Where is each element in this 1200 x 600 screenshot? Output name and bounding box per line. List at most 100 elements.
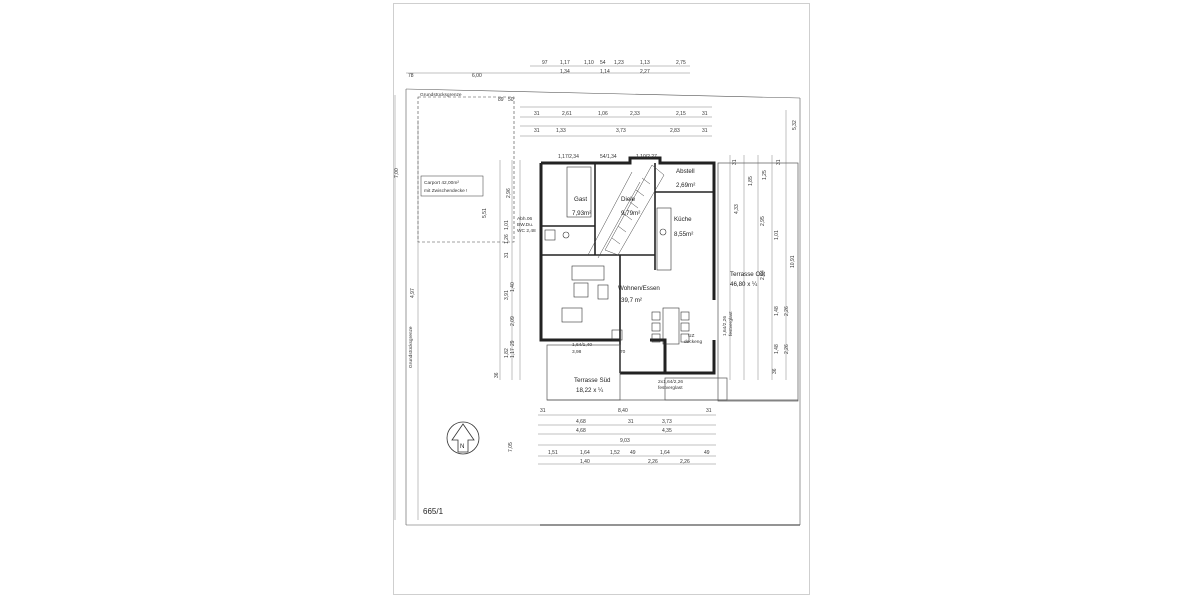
dim-top3-1: 31: [534, 111, 540, 117]
dim-bottom1-1: 31: [540, 408, 546, 414]
dim-right-6: 2,95: [760, 216, 766, 226]
boundary-label-left: Grundstücksgrenze: [408, 326, 414, 368]
furniture: [544, 166, 690, 345]
dim-top-7: 2,75: [676, 60, 686, 66]
dim-right-8: 10,91: [790, 255, 796, 268]
dim-top5-1: 1,17/2,34: [558, 154, 579, 160]
dim-bottom5-2: 1,64: [580, 450, 590, 456]
room-abstell-name: Abstell: [676, 168, 695, 175]
dim-right-4: 31: [776, 159, 782, 165]
dim-top-9: 1,14: [600, 69, 610, 75]
dim-left-inner-4: 31: [504, 252, 510, 258]
dim-left-inner-8: 29: [510, 340, 516, 346]
staircase: [587, 164, 665, 259]
dim-bottom2-2: 31: [628, 419, 634, 425]
dim-right-10: 1,48: [774, 306, 780, 316]
dim-top5-2: 54/1,34: [600, 154, 617, 160]
dim-left-inner-11: 36: [494, 372, 500, 378]
dim-bottom4-1: 9,03: [620, 438, 630, 444]
dim-right-12: 2,26: [784, 306, 790, 316]
dim-top4-2: 1,33: [556, 128, 566, 134]
carport: [417, 96, 515, 243]
dimension-lines: [394, 65, 787, 520]
window-fest2: 2x1,64/2,26: [658, 379, 683, 385]
dim-top2-3: 89: [498, 97, 504, 103]
carport-label-box: [420, 175, 484, 197]
room-wohnen-area: 39,7 m²: [621, 297, 642, 304]
dim-left-inner-2: 1,01: [504, 220, 510, 230]
dim-bottom2-3: 3,73: [662, 419, 672, 425]
deckeng-label: deckeng: [684, 339, 702, 345]
north-arrow-label: N: [460, 443, 464, 450]
dim-top3-6: 31: [702, 111, 708, 117]
dim-bottom6-3: 2,26: [680, 459, 690, 465]
parcel-number: 665/1: [423, 507, 444, 516]
dim-left-outer-3: 4,97: [410, 288, 416, 298]
window-fest1: 1,64/2,26: [722, 316, 728, 336]
dim-bottom3-1: 4,68: [576, 428, 586, 434]
dim-left-inner-3: 1,26: [504, 234, 510, 244]
dim-bottom5-6: 49: [704, 450, 710, 456]
carport-label-line1: Carport 42,00m²: [424, 180, 459, 186]
dim-bottom1-2: 8,40: [618, 408, 628, 414]
dim-left-inner-10: 1,82: [504, 348, 510, 358]
room-kueche-name: Küche: [674, 216, 692, 223]
dim-top-8: 1,34: [560, 69, 570, 75]
room-gast-area: 7,93m²: [572, 210, 591, 217]
dim-bottom5-5: 1,64: [660, 450, 670, 456]
room-kueche-area: 8,55m²: [674, 231, 693, 238]
dim-left-outer-4: 7,05: [508, 442, 514, 452]
dim-bottom6-2: 2,26: [648, 459, 658, 465]
dim-right-3: 1,25: [762, 170, 768, 180]
window-fest1b: festverglast: [728, 311, 734, 336]
room-diele-name: Diele: [621, 196, 636, 203]
dim-top4-3: 3,73: [616, 128, 626, 134]
dim-left-inner-9: 1,17: [510, 348, 516, 358]
room-wc-line3: WC 2,48: [517, 228, 536, 234]
dim-bottom5-3: 1,52: [610, 450, 620, 456]
dim-bottom5-4: 49: [630, 450, 636, 456]
dim-top-6: 1,13: [640, 60, 650, 66]
dim-top-1: 97: [542, 60, 548, 66]
dim-right-11: 1,48: [774, 344, 780, 354]
window-fest2b: festverglast: [658, 385, 683, 391]
carport-label-line2: mit Zwischendecke !: [424, 188, 467, 194]
room-wc-line2: BW.Du.: [517, 222, 533, 228]
room-wohnen-name: Wohnen/Essen: [618, 285, 660, 292]
interior-walls: [541, 163, 714, 373]
dim-top4-5: 31: [702, 128, 708, 134]
dim-top-10: 2,27: [640, 69, 650, 75]
dim-right-2: 1,85: [748, 176, 754, 186]
room-diele-area: 9,79m²: [621, 210, 640, 217]
window-w70: 70: [620, 349, 626, 355]
dim-right-15: 5,32: [792, 120, 798, 130]
uz-label: UZ: [688, 333, 694, 339]
dim-right-5: 4,33: [734, 204, 740, 214]
dim-left-outer-1: 7,00: [394, 168, 400, 178]
dim-bottom6-1: 1,40: [580, 459, 590, 465]
terrace-sued-area: 18,22 x ¼: [576, 387, 604, 394]
dim-left-inner-7: 2,09: [510, 316, 516, 326]
dim-top5-3: 1,10/2,27: [636, 154, 657, 160]
dim-top3-4: 2,33: [630, 111, 640, 117]
dim-top4-4: 2,83: [670, 128, 680, 134]
dim-right-14: 36: [772, 368, 778, 374]
dim-right-1: 31: [732, 159, 738, 165]
dim-right-13: 2,26: [784, 344, 790, 354]
dim-top4-1: 31: [534, 128, 540, 134]
dim-right-9: 2,54: [760, 270, 766, 280]
dim-top2-4: 50: [508, 97, 514, 103]
dim-left-inner-5: 1,40: [510, 282, 516, 292]
dim-top-5: 1,23: [614, 60, 624, 66]
dim-top3-2: 2,61: [562, 111, 572, 117]
terrace-sued-name: Terrasse Süd: [574, 377, 611, 384]
room-gast-name: Gast: [574, 196, 587, 203]
north-arrow: [446, 421, 480, 455]
dim-left-inner-1: 2,96: [506, 188, 512, 198]
dim-left-outer-2: 5,51: [482, 208, 488, 218]
dim-top3-5: 2,15: [676, 111, 686, 117]
property-boundary: [405, 88, 801, 526]
dim-right-7: 1,01: [774, 230, 780, 240]
dim-bottom3-2: 4,35: [662, 428, 672, 434]
